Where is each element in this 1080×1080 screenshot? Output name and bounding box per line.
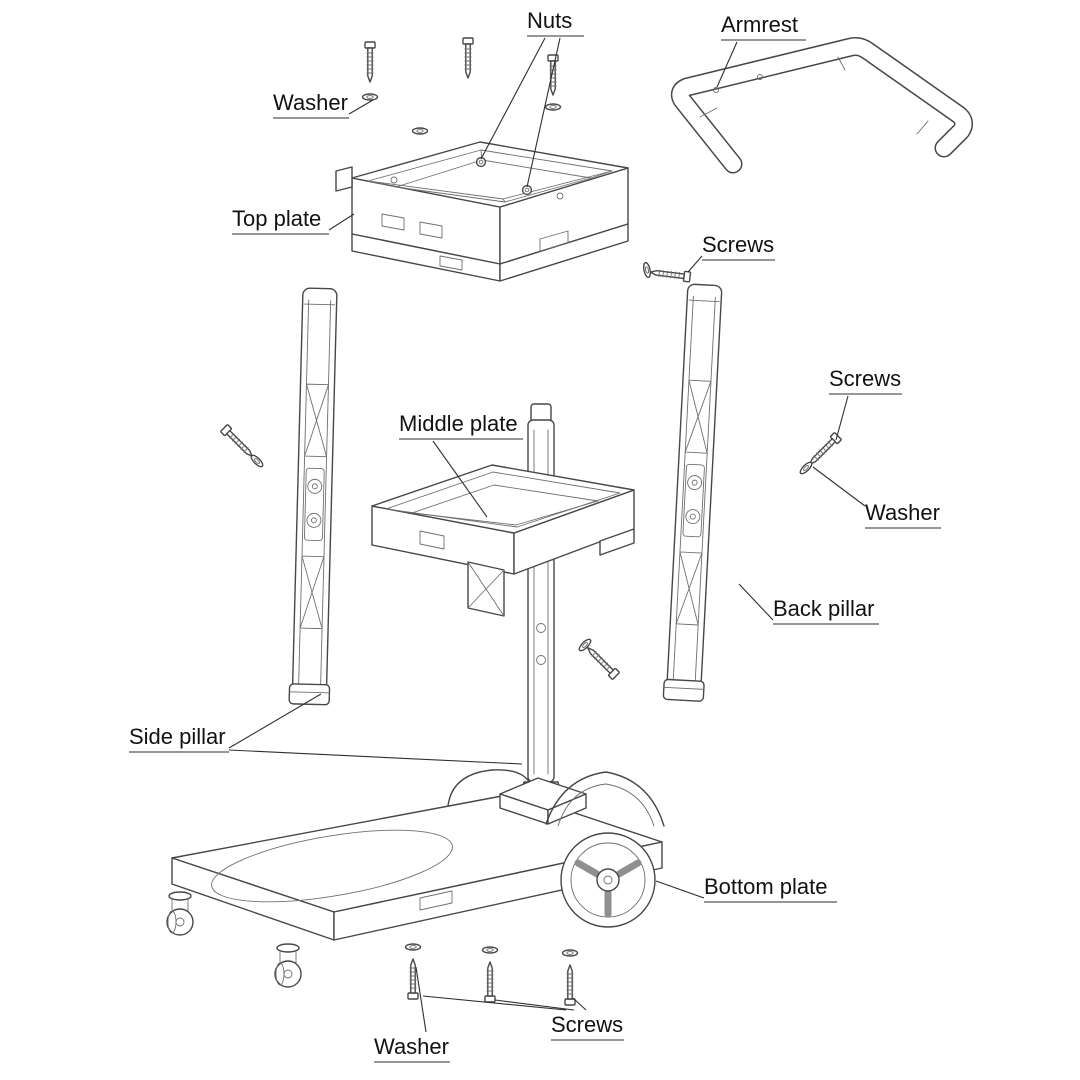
label-washer-top: Washer [273,90,348,115]
armrest-screw-hole-icon [757,74,763,80]
label-screws-bottom: Screws [551,1012,624,1037]
rear-wheel-icon [560,832,656,928]
center-pillar-fasteners [576,636,621,681]
label-middle-plate: Middle plate [399,411,518,436]
screw-icon [648,266,692,283]
screw-icon [462,37,474,79]
washer-icon [411,127,429,135]
screw-icon [407,958,419,1000]
screw-icon [219,423,257,461]
screw-icon [583,643,621,681]
washer-icon [361,93,379,101]
screw-icon [364,41,376,83]
caster-wheel-icon [274,943,302,988]
washer-icon [797,459,815,477]
top-plate-side-fastener [641,261,692,283]
top-plate-part [335,141,629,282]
label-washer-bottom: Washer [374,1034,449,1059]
label-screws-top: Screws [702,232,775,257]
washer-icon [641,261,653,279]
label-back-pillar: Back pillar [773,596,875,621]
washer-icon [561,949,579,957]
leader-lines [129,35,941,1063]
bottom-plate-part [166,769,665,988]
label-armrest: Armrest [721,12,798,37]
back-pillar-fasteners [797,431,843,477]
washer-icon [404,943,422,951]
label-nuts: Nuts [527,8,573,33]
label-washer-right: Washer [865,500,940,525]
screw-icon [547,54,559,96]
screw-icon [484,961,496,1003]
back-pillar-part [662,283,726,703]
label-bottom-plate: Bottom plate [704,874,828,899]
middle-plate-part [371,464,635,617]
side-pillar-part [288,287,341,706]
washer-icon [481,946,499,954]
label-screws-right: Screws [829,366,902,391]
washer-icon [544,103,562,111]
armrest-part [670,37,974,174]
side-pillar-fasteners [219,423,266,470]
center-pillar-part [517,403,565,811]
armrest-screw-hole-icon [713,87,719,93]
top-fasteners-group [361,37,562,135]
washer-icon [248,452,266,470]
bottom-fasteners-group [404,943,579,1006]
caster-wheel-icon [166,891,194,936]
label-side-pillar: Side pillar [129,724,226,749]
label-top-plate: Top plate [232,206,322,231]
